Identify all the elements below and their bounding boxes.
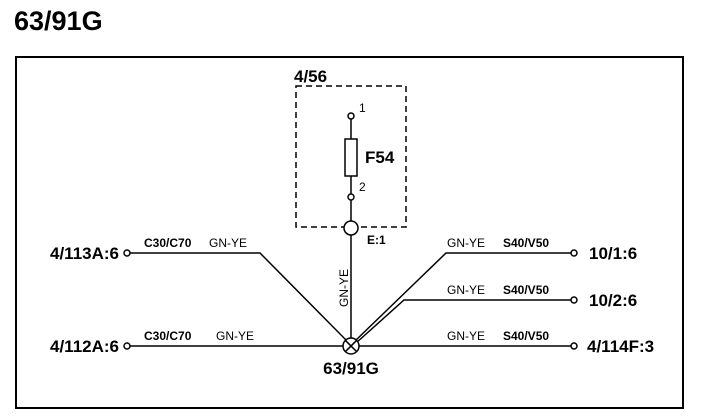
terminal-label-left-1: 4/113A:6 (50, 244, 119, 263)
fuse-box-label: 4/56 (294, 67, 327, 86)
wire-right-1 (354, 252, 571, 342)
terminal-right-2 (570, 296, 578, 304)
code-right-2: S40/V50 (503, 283, 549, 297)
code-left-1: C30/C70 (144, 236, 192, 250)
terminal-label-left-2: 4/112A:6 (50, 337, 119, 356)
terminal-right-1 (570, 249, 578, 257)
fuse-pin-1-terminal (347, 112, 355, 120)
splice-label: 63/91G (323, 359, 379, 378)
fuse-label: F54 (365, 148, 395, 167)
connector-label: E:1 (367, 233, 386, 247)
terminal-label-right-1: 10/1:6 (589, 244, 637, 263)
terminal-right-3 (570, 342, 578, 350)
code-left-2: C30/C70 (144, 329, 192, 343)
splice-icon (342, 337, 360, 355)
wire-color-right-2: GN-YE (447, 283, 485, 297)
wire-right-2 (355, 299, 571, 344)
diagram-frame (15, 56, 684, 409)
terminal-left-1 (123, 249, 131, 257)
terminal-left-2 (123, 342, 131, 350)
terminal-label-right-2: 10/2:6 (589, 291, 637, 310)
wire-color-left-1: GN-YE (209, 236, 247, 250)
wire-left-1 (130, 252, 348, 342)
page-title: 63/91G (14, 6, 103, 36)
fuse-body (344, 138, 358, 177)
fuse-pin-2-terminal (347, 193, 355, 201)
wire-color-right-1: GN-YE (447, 236, 485, 250)
vertical-wire-color: GN-YE (337, 269, 351, 307)
fuse-pin-1-label: 1 (359, 101, 366, 115)
terminal-label-right-3: 4/114F:3 (587, 337, 654, 356)
connector-e1 (343, 220, 359, 236)
wire-color-left-2: GN-YE (216, 329, 254, 343)
fuse-pin-2-label: 2 (359, 180, 366, 194)
code-right-3: S40/V50 (503, 329, 549, 343)
wire-color-right-3: GN-YE (447, 329, 485, 343)
code-right-1: S40/V50 (503, 236, 549, 250)
